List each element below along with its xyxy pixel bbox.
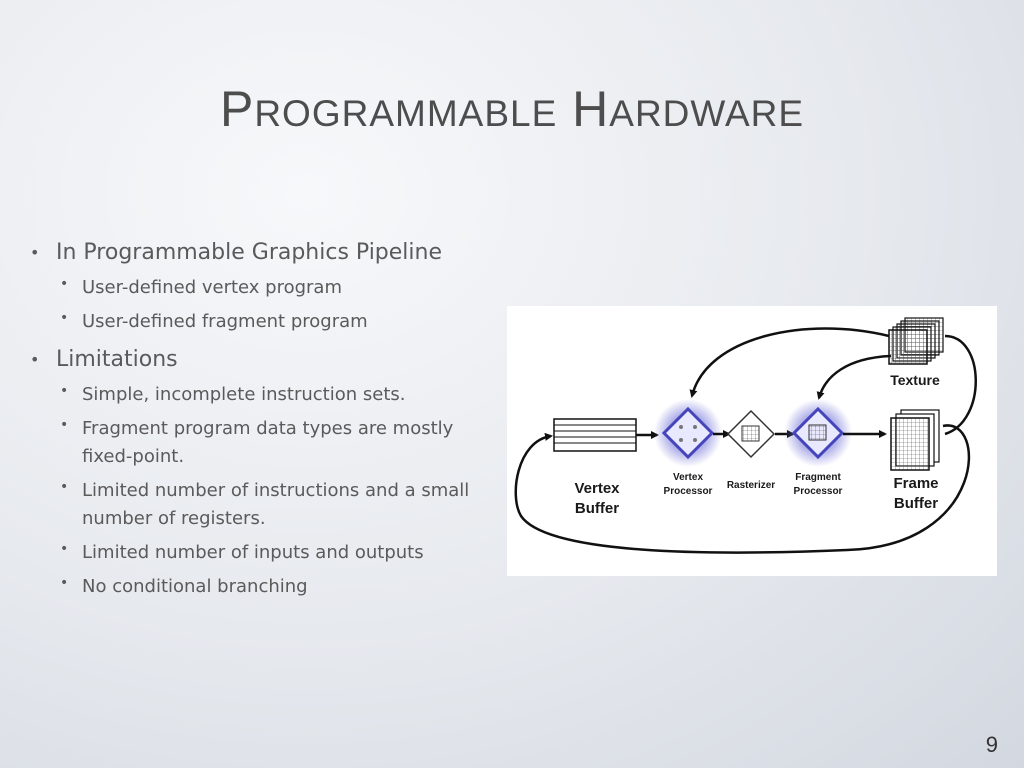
vertex-buffer-box: [553, 418, 637, 452]
feedback-loop-arrow: [514, 424, 971, 554]
sub-bullet: User-defined fragment program: [56, 308, 500, 336]
title-rest-programmable: ROGRAMMABLE: [254, 93, 558, 134]
vertex-processor-label: Vertex: [673, 472, 703, 483]
bullet-limitations: Limitations Simple, incomplete instructi…: [30, 345, 500, 600]
title-rest-hardware: ARDWARE: [609, 93, 805, 134]
frame-buffer-label: Frame: [893, 475, 938, 492]
fragment-processor-label-2: Processor: [794, 486, 843, 497]
fragment-processor-diamond: [791, 406, 845, 460]
title-cap-p: P: [219, 81, 255, 137]
bullet-limitations-text: Limitations: [56, 347, 178, 373]
sub-bullet: Simple, incomplete instruction sets.: [56, 381, 500, 409]
rasterizer-label: Rasterizer: [727, 480, 775, 491]
vertex-buffer-label-2: Buffer: [575, 500, 619, 517]
vertex-buffer-label: Vertex: [574, 480, 620, 497]
texture-label: Texture: [890, 372, 940, 388]
fragment-processor-label: Fragment: [795, 472, 841, 483]
frame-buffer-stack: [890, 409, 940, 471]
bullet-pipeline-text: In Programmable Graphics Pipeline: [56, 240, 443, 265]
vertex-processor-label-2: Processor: [664, 486, 713, 497]
frame-buffer-label-2: Buffer: [894, 495, 938, 512]
texture-to-fragment-arrow: [816, 354, 892, 400]
texture-stack: [888, 317, 944, 365]
bullet-pipeline-sublist: User-defined vertex program User-defined…: [56, 274, 500, 336]
sub-bullet: Limited number of inputs and outputs: [56, 539, 500, 567]
sub-bullet: No conditional branching: [56, 573, 500, 601]
pipeline-diagram-svg: Vertex Buffer Vertex Processor Rasterize…: [514, 317, 977, 554]
vertex-processor-diamond: [661, 406, 715, 460]
page-number: 9: [985, 732, 998, 757]
sub-bullet: Limited number of instructions and a sma…: [56, 477, 500, 533]
bullet-list: In Programmable Graphics Pipeline User-d…: [30, 238, 500, 610]
title-cap-h: H: [572, 81, 610, 137]
slide-title: PROGRAMMABLE HARDWARE: [0, 84, 1024, 134]
bullet-limitations-sublist: Simple, incomplete instruction sets. Fra…: [56, 381, 500, 600]
sub-bullet: User-defined vertex program: [56, 274, 500, 302]
bullet-pipeline: In Programmable Graphics Pipeline User-d…: [30, 238, 500, 335]
pipeline-diagram: Vertex Buffer Vertex Processor Rasterize…: [507, 306, 997, 576]
sub-bullet: Fragment program data types are mostly f…: [56, 415, 500, 471]
texture-to-vertex-arrow: [689, 327, 890, 398]
rasterizer-diamond: [726, 409, 776, 459]
texture-frame-loop: [944, 334, 977, 436]
